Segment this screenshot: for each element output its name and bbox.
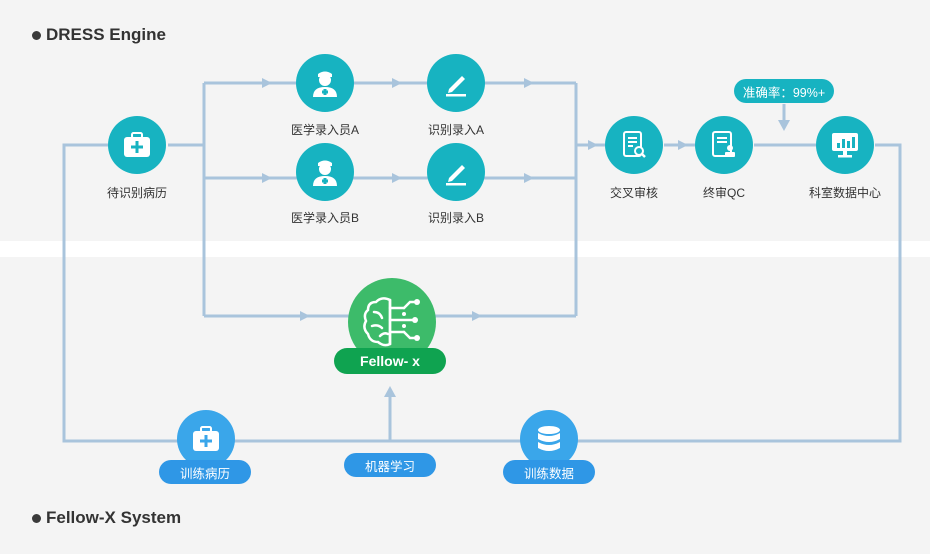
final-qc-label: 终审QC xyxy=(702,186,746,200)
machine-learning-badge: 机器学习 xyxy=(344,453,436,477)
bullet-dot xyxy=(32,30,41,40)
arrow-head xyxy=(300,311,310,321)
pen-icon xyxy=(446,76,466,97)
recognize-b-node xyxy=(427,143,485,201)
arrow-head xyxy=(524,173,534,183)
arrow-head xyxy=(678,140,688,150)
dress-engine-title-text: DRESS Engine xyxy=(46,25,166,44)
left-loop-line xyxy=(62,143,902,443)
entry-a-node xyxy=(296,54,354,112)
recognize-b-label: 识别录入B xyxy=(427,211,485,225)
medical-kit-icon xyxy=(124,132,150,157)
bullet-dot xyxy=(32,513,41,523)
data-center-label: 科室数据中心 xyxy=(808,186,882,200)
dress-engine-band xyxy=(0,0,930,241)
database-icon xyxy=(538,426,560,451)
doctor-icon xyxy=(313,71,337,97)
monitor-chart-icon xyxy=(832,133,858,158)
fellow-x-title-text: Fellow-X System xyxy=(46,508,182,527)
dress-engine-title: DRESS Engine xyxy=(32,25,166,45)
training-records-node xyxy=(177,410,235,468)
training-data-badge: 训练数据 xyxy=(503,460,595,484)
training-data-node xyxy=(520,410,578,468)
final-qc-node xyxy=(695,116,753,174)
arrow-head xyxy=(524,78,534,88)
arrow-head xyxy=(262,173,272,183)
arrow-head xyxy=(778,120,790,131)
cross-review-label: 交叉审核 xyxy=(609,186,659,200)
doctor-icon xyxy=(313,160,337,186)
entry-b-node xyxy=(296,143,354,201)
pending-records-label: 待识别病历 xyxy=(106,186,168,200)
fellow-x-band xyxy=(0,257,930,554)
band-divider xyxy=(0,241,930,257)
pending-records-node xyxy=(108,116,166,174)
training-records-badge: 训练病历 xyxy=(159,460,251,484)
recognize-a-label: 识别录入A xyxy=(427,123,485,137)
fellow-x-title: Fellow-X System xyxy=(32,508,181,528)
accuracy-badge: 准确率：99%+ xyxy=(734,79,834,103)
arrow-head xyxy=(392,78,402,88)
arrow-head xyxy=(392,173,402,183)
entry-b-label: 医学录入员B xyxy=(290,211,360,225)
arrow-head xyxy=(384,386,396,397)
document-stamp-icon xyxy=(712,131,735,157)
brain-circuit-icon xyxy=(363,297,420,347)
arrow-head xyxy=(262,78,272,88)
medical-kit-icon xyxy=(193,426,219,451)
pen-icon xyxy=(446,165,466,186)
entry-a-label: 医学录入员A xyxy=(290,123,360,137)
recognize-a-node xyxy=(427,54,485,112)
fellow-x-badge: Fellow- x xyxy=(334,348,446,374)
cross-review-node xyxy=(605,116,663,174)
arrow-head xyxy=(472,311,482,321)
data-center-node xyxy=(816,116,874,174)
document-search-icon xyxy=(623,131,646,158)
arrow-head xyxy=(588,140,598,150)
